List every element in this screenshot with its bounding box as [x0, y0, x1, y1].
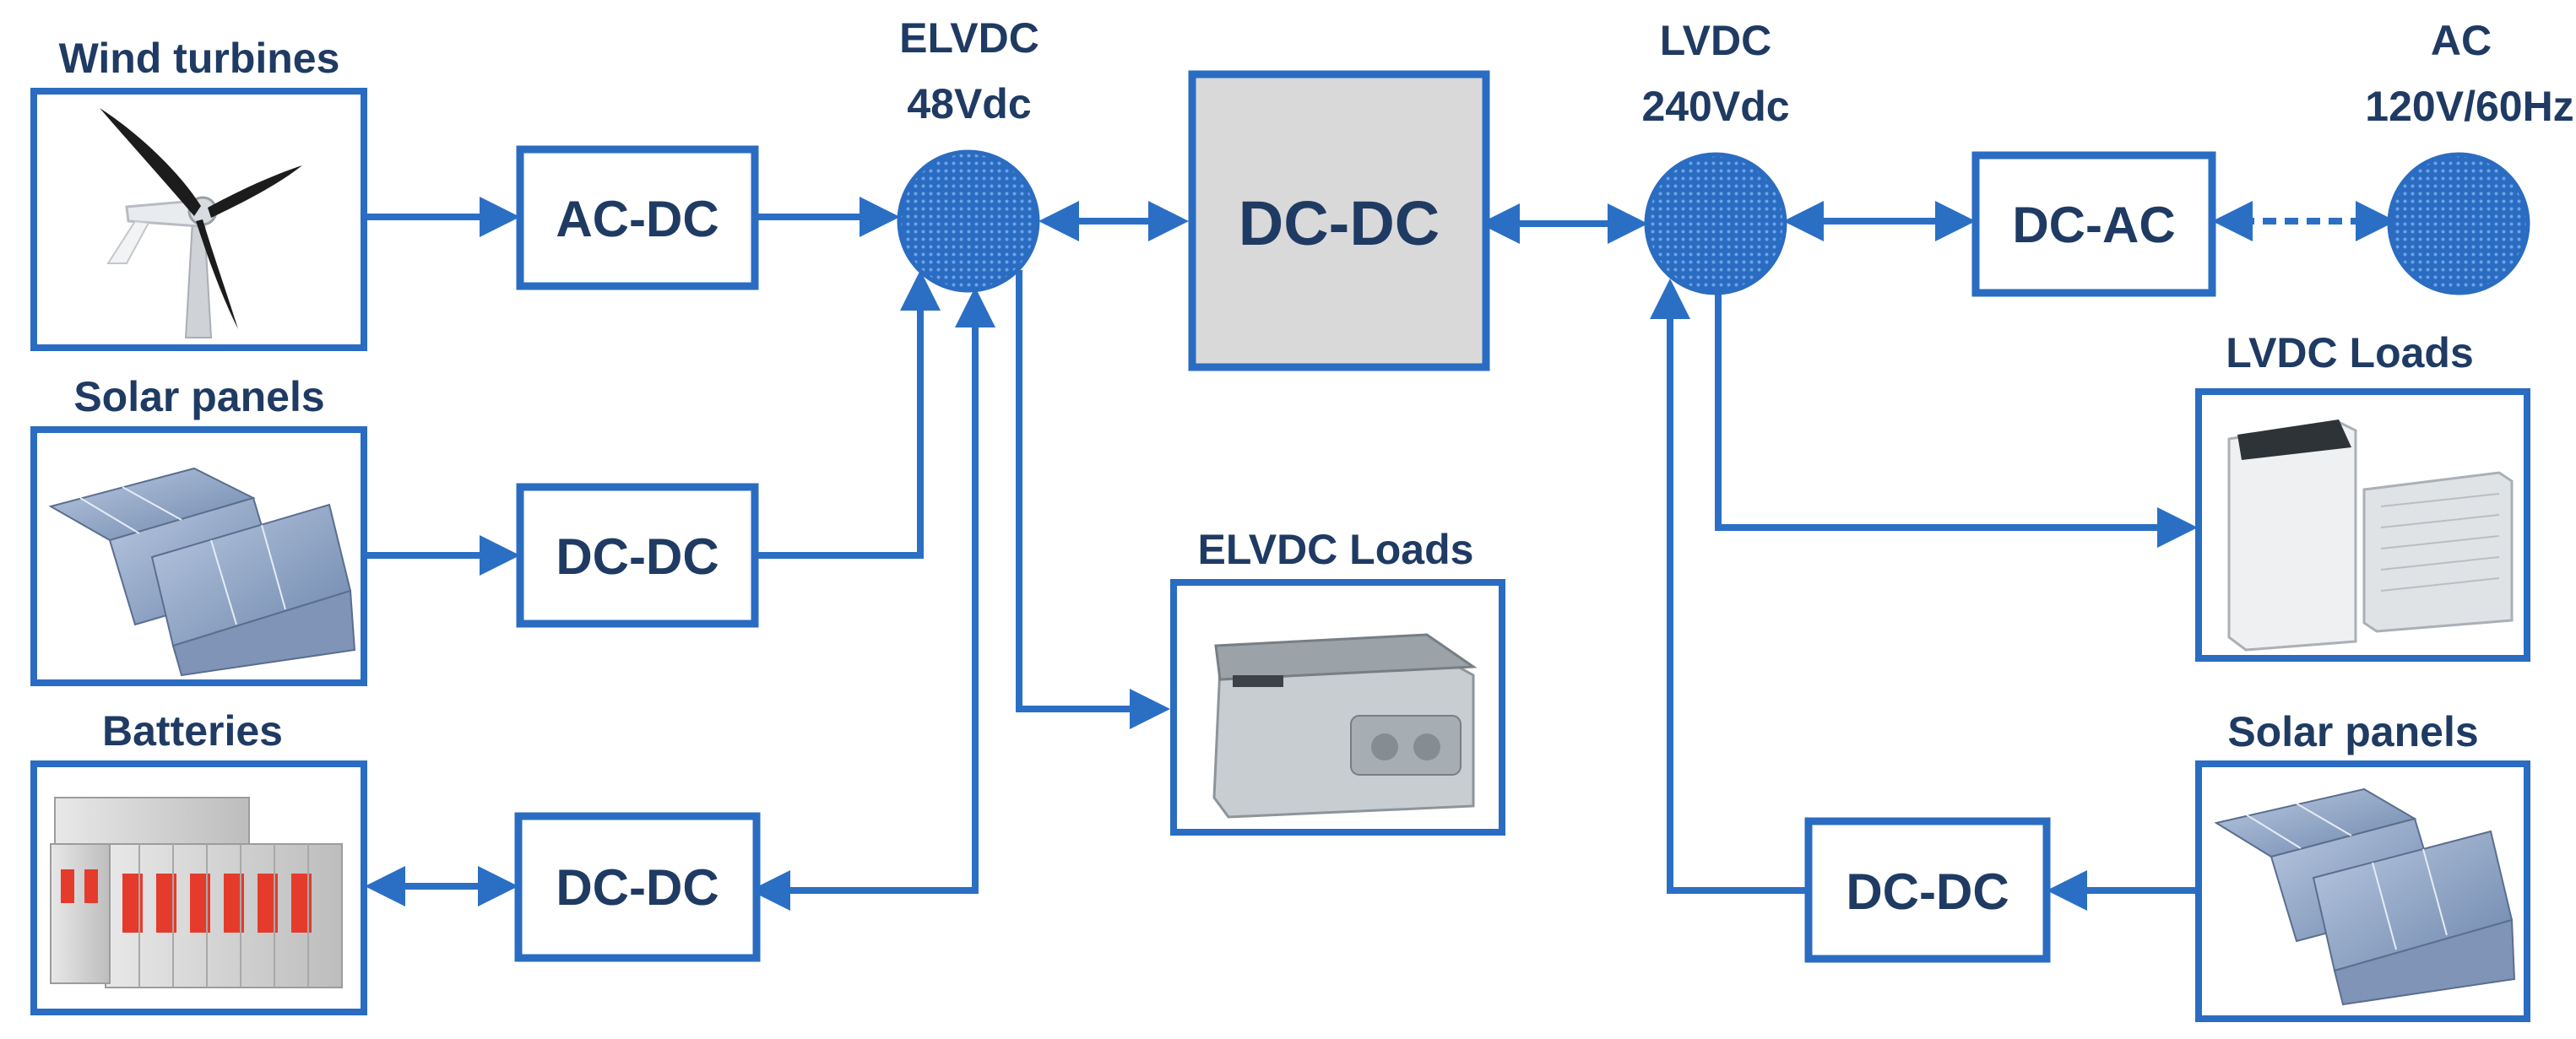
wind-turbine-image	[30, 88, 367, 351]
main-dcdc-label: DC-DC	[1239, 188, 1440, 258]
batteries-label: Batteries	[102, 707, 283, 755]
lvdc-loads-label: LVDC Loads	[2226, 329, 2474, 376]
lvdc-loads-image	[2195, 388, 2530, 662]
dcac-inverter-label: DC-AC	[2012, 197, 2175, 253]
wind-turbines-label: Wind turbines	[59, 35, 340, 82]
solar-panels-left-image	[30, 426, 367, 686]
solar-left-dcdc-converter: DC-DC	[516, 483, 759, 628]
batteries-image	[30, 760, 367, 1015]
battery-dcdc-label: DC-DC	[556, 859, 719, 916]
elvdc-bus-voltage: 48Vdc	[907, 80, 1031, 127]
dcdc-to-elvdc-arrow	[754, 270, 941, 559]
lvdc-bus-voltage: 240Vdc	[1641, 83, 1789, 130]
battery-dcdc-to-elvdc-arrow	[750, 287, 995, 911]
ac-bus-rating: 120V/60Hz	[2365, 83, 2573, 130]
acdc-converter: AC-DC	[516, 145, 759, 290]
solar-panels-right-label: Solar panels	[2227, 708, 2478, 755]
elvdc-loads-image	[1170, 579, 1505, 836]
battery-dcdc-converter: DC-DC	[514, 812, 761, 962]
lvdc-to-loads-arrow	[1715, 283, 2198, 548]
solar-right-dcdc-label: DC-DC	[1846, 863, 2009, 920]
elvdc-loads-label: ELVDC Loads	[1198, 526, 1474, 573]
connection-lines	[365, 197, 2396, 911]
acdc-converter-label: AC-DC	[556, 191, 719, 247]
solar-panels-left-label: Solar panels	[73, 373, 324, 420]
lvdc-bus-name: LVDC	[1660, 17, 1771, 64]
solar-left-dcdc-label: DC-DC	[556, 528, 719, 585]
elvdc-to-loads-arrow	[1016, 270, 1170, 729]
solar-right-dcdc-converter: DC-DC	[1804, 817, 2051, 963]
elvdc-bus-name: ELVDC	[899, 14, 1039, 62]
dcac-inverter: DC-AC	[1971, 151, 2216, 297]
dcdc-to-lvdc-arrow	[1650, 279, 1807, 894]
ac-bus-name: AC	[2431, 17, 2492, 64]
elvdc-bus-node	[897, 149, 1040, 293]
ac-bus-node	[2387, 152, 2530, 295]
main-dcdc-converter: DC-DC	[1188, 70, 1490, 371]
solar-panels-right-image	[2195, 760, 2530, 1022]
lvdc-bus-node	[1644, 152, 1787, 295]
